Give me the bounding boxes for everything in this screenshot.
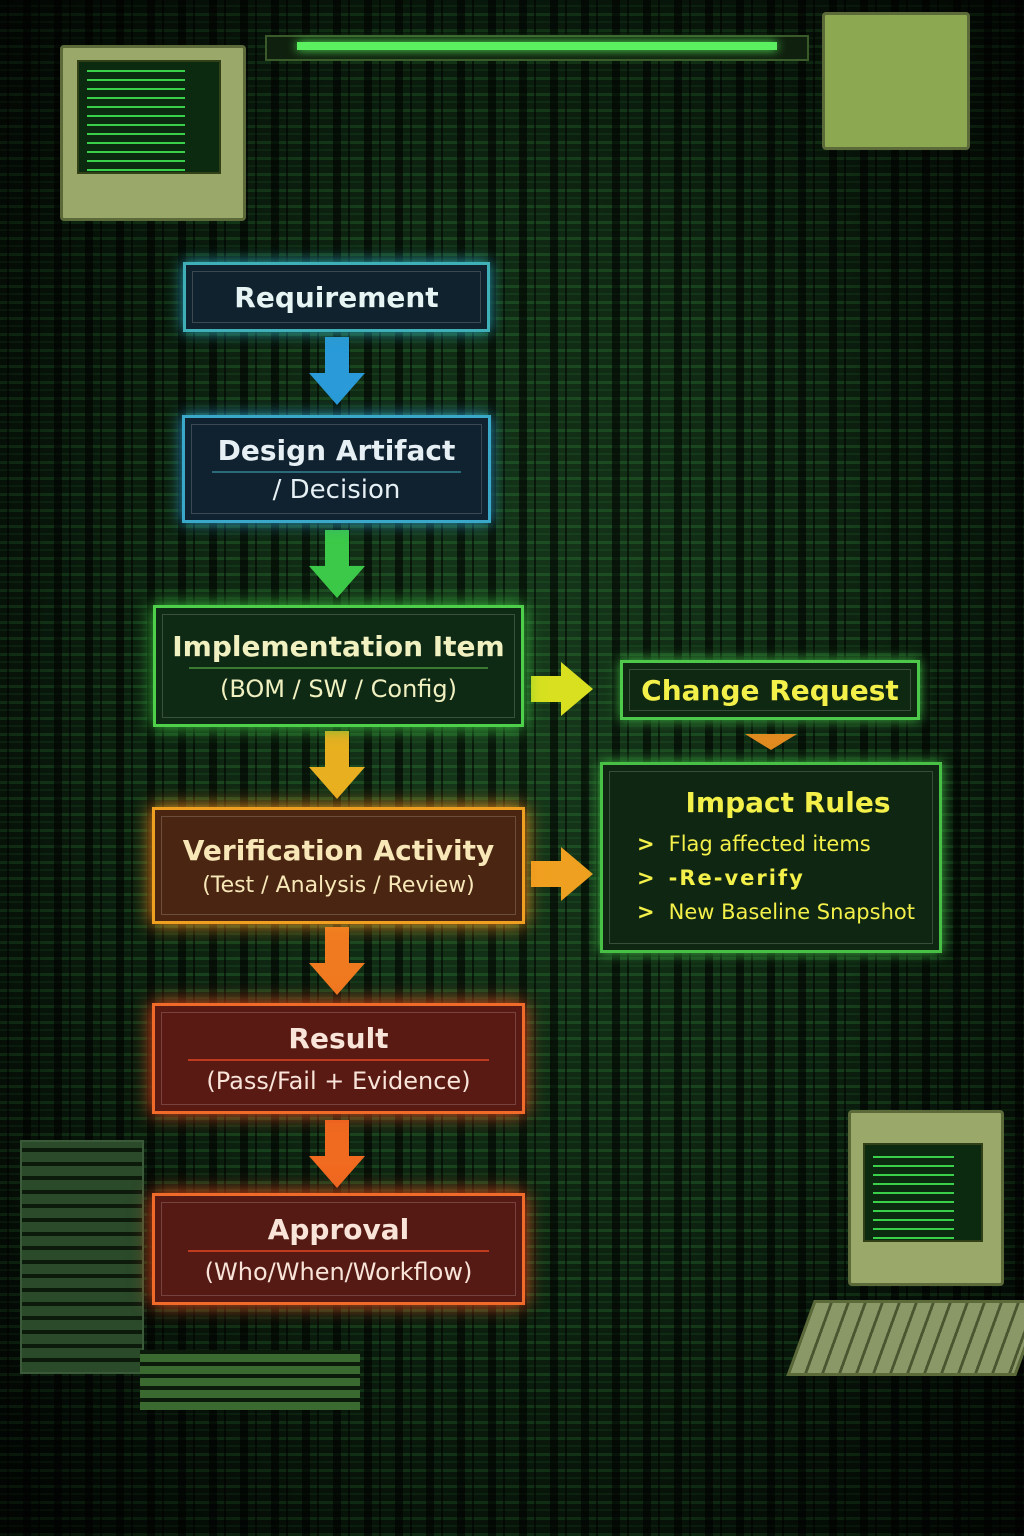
arrow-right-orange-icon xyxy=(531,847,593,901)
top-status-bar xyxy=(265,35,809,61)
divider xyxy=(188,666,489,669)
arrow-down-green-icon xyxy=(309,530,365,598)
verification-title: Verification Activity xyxy=(182,833,495,867)
requirement-title: Requirement xyxy=(234,280,439,314)
rule-text: Flag affected items xyxy=(668,832,871,856)
chevron-right-icon: > xyxy=(637,832,655,856)
result-title: Result xyxy=(288,1022,389,1055)
monitor-screen xyxy=(863,1143,983,1242)
change-request-title: Change Request xyxy=(641,673,899,707)
design-artifact-box: Design Artifact / Decision xyxy=(182,415,491,523)
approval-box: Approval (Who/When/Workflow) xyxy=(152,1193,525,1305)
rule-text: New Baseline Snapshot xyxy=(668,900,915,924)
arrow-down-orange-icon xyxy=(309,1120,365,1188)
divider xyxy=(188,1059,489,1061)
result-subtitle: (Pass/Fail + Evidence) xyxy=(206,1067,471,1095)
impact-rules-box: Impact Rules > Flag affected items > -Re-v… xyxy=(600,762,942,953)
verification-activity-box: Verification Activity (Test / Analysis /… xyxy=(152,807,525,924)
arrow-down-orange-icon xyxy=(309,927,365,995)
floppy-drive-top-right xyxy=(822,12,970,150)
arrow-down-yellow-icon xyxy=(309,731,365,799)
impact-rule-item: > Flag affected items xyxy=(637,832,871,856)
chevron-right-icon: > xyxy=(637,900,655,924)
approval-subtitle: (Who/When/Workflow) xyxy=(204,1257,473,1286)
arrow-right-yellow-icon xyxy=(531,662,593,716)
retro-computer-bottom-right xyxy=(848,1110,1004,1286)
design-subtitle: / Decision xyxy=(272,474,401,505)
floppy-stack-bottom xyxy=(140,1350,360,1410)
impact-rules-title: Impact Rules xyxy=(685,786,891,819)
rule-text: -Re-verify xyxy=(668,866,805,890)
arrow-down-blue-icon xyxy=(309,337,365,405)
status-bar-glow xyxy=(297,42,777,50)
keyboard-icon xyxy=(786,1300,1024,1376)
impact-rule-item: > New Baseline Snapshot xyxy=(637,900,915,924)
implementation-item-box: Implementation Item (BOM / SW / Config) xyxy=(153,605,524,727)
requirement-box: Requirement xyxy=(183,262,490,332)
verification-subtitle: (Test / Analysis / Review) xyxy=(202,872,475,898)
divider xyxy=(212,470,461,473)
monitor-screen xyxy=(77,60,221,174)
change-request-box: Change Request xyxy=(620,660,920,720)
retro-monitor-top-left xyxy=(60,45,246,221)
approval-title: Approval xyxy=(267,1212,410,1246)
result-box: Result (Pass/Fail + Evidence) xyxy=(152,1003,525,1114)
chevron-down-icon xyxy=(745,734,797,750)
implementation-subtitle: (BOM / SW / Config) xyxy=(219,674,458,703)
disk-stack-bottom-left xyxy=(20,1140,144,1374)
divider xyxy=(188,1249,489,1252)
impact-rule-item: > -Re-verify xyxy=(637,866,805,890)
design-title: Design Artifact xyxy=(217,433,456,467)
implementation-title: Implementation Item xyxy=(172,629,505,663)
chevron-right-icon: > xyxy=(637,866,655,890)
